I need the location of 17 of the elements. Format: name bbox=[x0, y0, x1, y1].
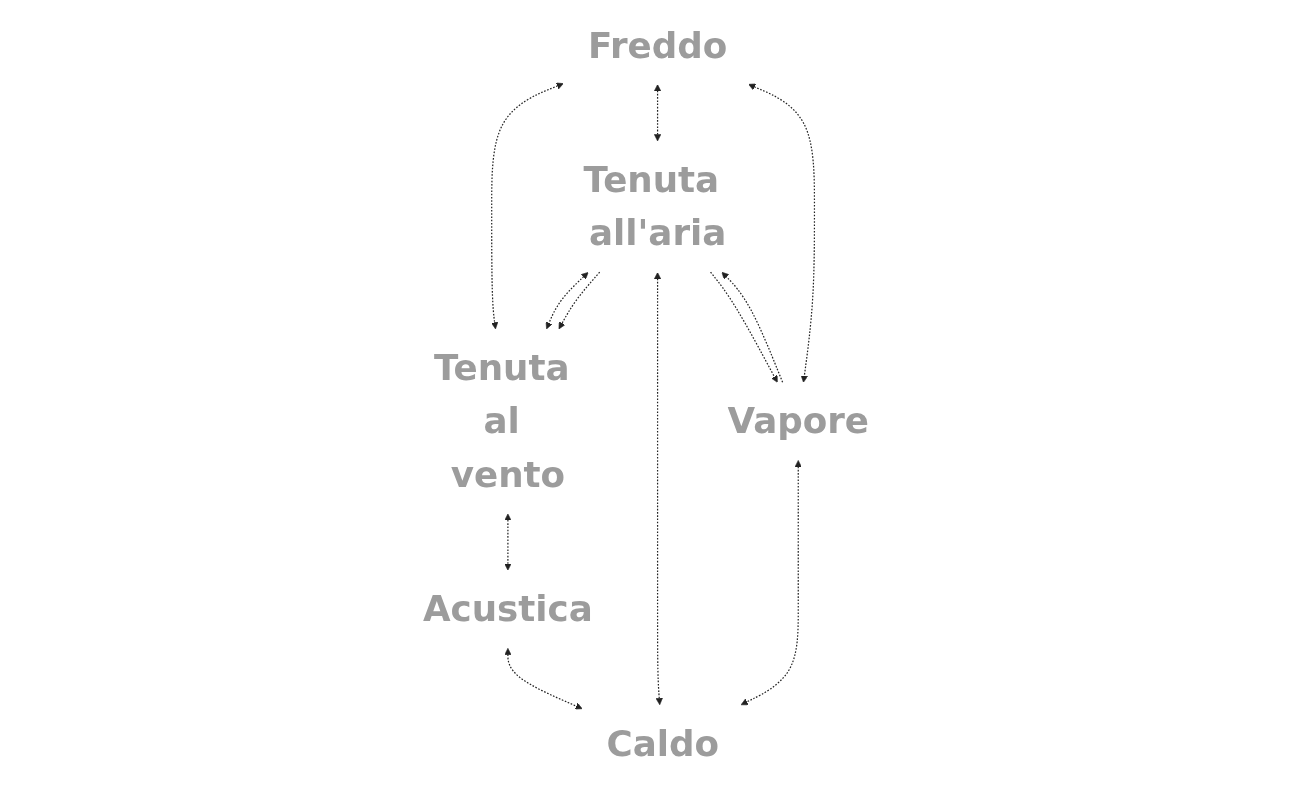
arrow bbox=[654, 84, 662, 142]
arrow bbox=[654, 272, 663, 706]
node-text: Acustica bbox=[423, 588, 593, 630]
node-text: Freddo bbox=[587, 24, 728, 66]
arrow bbox=[504, 648, 583, 710]
node-text: Tenuta all'aria bbox=[583, 158, 727, 254]
node-text: Caldo bbox=[606, 722, 719, 764]
arrow bbox=[558, 271, 601, 330]
arrow bbox=[721, 271, 784, 383]
arrow bbox=[545, 272, 589, 330]
node-text: Vapore bbox=[727, 400, 869, 442]
arrow bbox=[709, 271, 778, 383]
arrow bbox=[748, 83, 816, 383]
node-text: Tenuta al vento bbox=[433, 346, 570, 495]
arrow bbox=[504, 513, 512, 571]
arrow bbox=[740, 460, 802, 706]
arrow bbox=[491, 82, 564, 330]
